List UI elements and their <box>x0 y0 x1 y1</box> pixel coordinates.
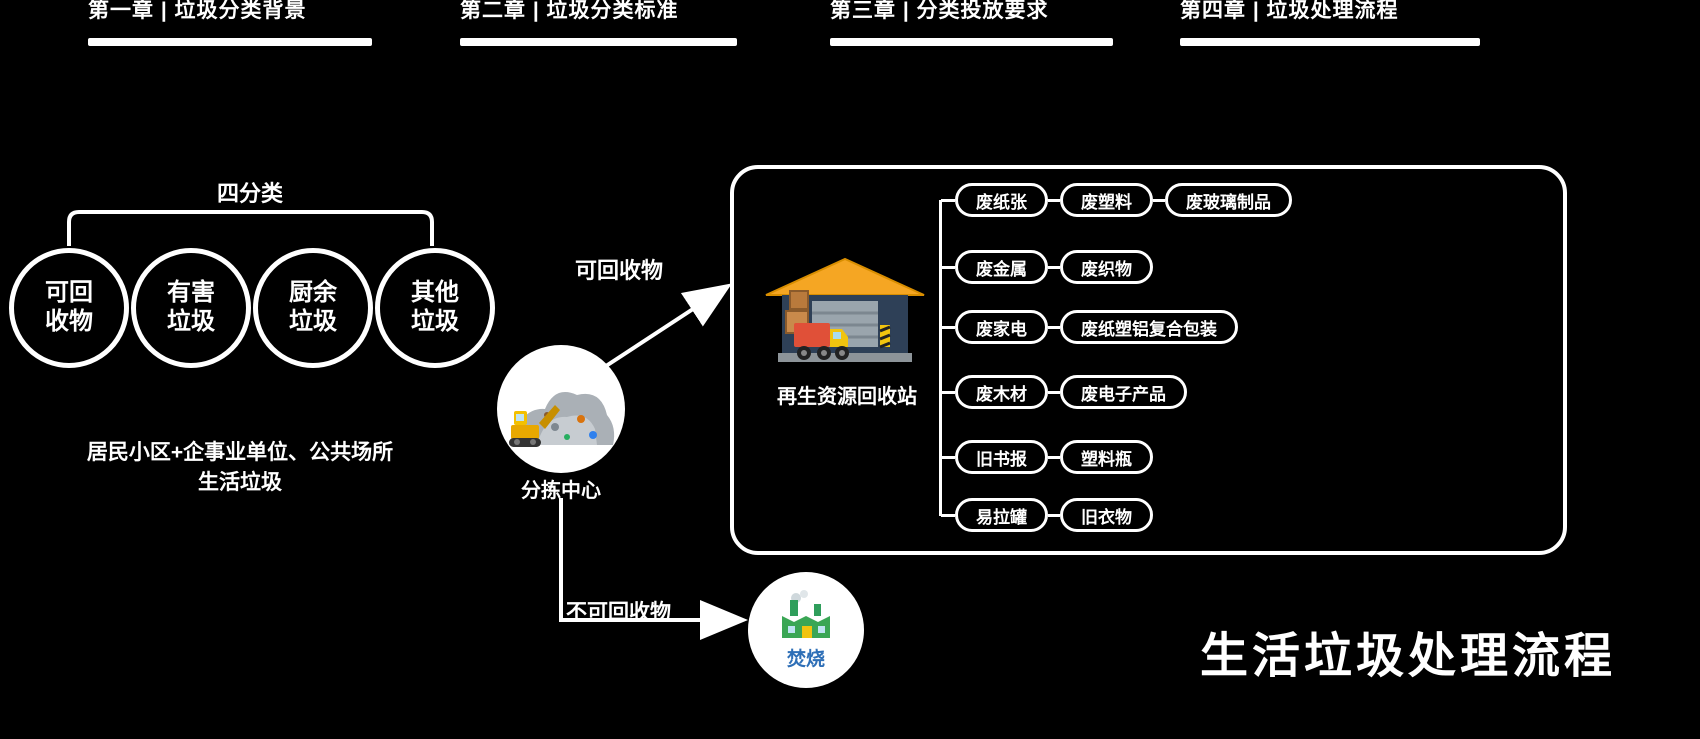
row-tick <box>941 265 955 269</box>
footer-title: 生活垃圾处理流程 <box>1200 630 1617 683</box>
category-circle-hazardous: 有害 垃圾 <box>131 248 251 368</box>
chapter-header-3-underline <box>830 38 1113 46</box>
pill-connector <box>1048 455 1060 459</box>
pill-row-3: 废家电 废纸塑铝复合包装 <box>941 310 1238 344</box>
category-circle-hazardous-line1: 有害 <box>167 279 215 307</box>
pill-item: 废纸张 <box>955 183 1048 217</box>
flow-label-non-recyclable: 不可回收物 <box>566 601 671 624</box>
pill-item: 废塑料 <box>1060 183 1153 217</box>
pill-row-5: 旧书报 塑料瓶 <box>941 440 1153 474</box>
category-circle-kitchen-line2: 垃圾 <box>289 308 337 335</box>
sorting-pile-circle <box>497 345 625 473</box>
chapter-header-1-label: 第一章 | 垃圾分类背景 <box>88 0 307 22</box>
pill-item: 废电子产品 <box>1060 375 1187 409</box>
chapter-header-2-label: 第二章 | 垃圾分类标准 <box>460 0 679 22</box>
pill-connector <box>1048 198 1060 202</box>
chapter-header-1-underline <box>88 38 372 46</box>
category-circle-other: 其他 垃圾 <box>375 248 495 368</box>
flow-label-recyclable: 可回收物 <box>575 258 664 283</box>
factory-icon <box>782 589 830 638</box>
category-circle-hazardous-line2: 垃圾 <box>167 308 215 335</box>
pill-row-4: 废木材 废电子产品 <box>941 375 1187 409</box>
row-tick <box>941 198 955 202</box>
recyclable-arrow <box>604 283 733 368</box>
pill-item: 废木材 <box>955 375 1048 409</box>
category-circle-kitchen-line1: 厨余 <box>289 279 337 307</box>
garbage-pile-excavator-icon <box>509 392 615 447</box>
pill-connector <box>1048 390 1060 394</box>
pill-item: 废家电 <box>955 310 1048 344</box>
pill-item: 旧书报 <box>955 440 1048 474</box>
chapter-header-3: 第三章 | 分类投放要求 <box>830 0 1113 46</box>
pill-row-6: 易拉罐 旧衣物 <box>941 498 1153 532</box>
bracket-label: 四分类 <box>216 181 283 206</box>
pill-connector <box>1048 265 1060 269</box>
pill-row-1: 废纸张 废塑料 废玻璃制品 <box>941 183 1292 217</box>
pill-item: 废纸塑铝复合包装 <box>1060 310 1238 344</box>
category-circle-recyclable-line1: 可回 <box>45 279 93 307</box>
pill-item: 废织物 <box>1060 250 1153 284</box>
left-caption-line1: 居民小区+企事业单位、公共场所 <box>86 441 394 464</box>
chapter-header-3-label: 第三章 | 分类投放要求 <box>830 0 1049 22</box>
recycle-station <box>760 255 930 373</box>
group-bracket <box>67 210 434 246</box>
recycle-box <box>730 165 1567 555</box>
pill-row-2: 废金属 废织物 <box>941 250 1153 284</box>
pill-connector <box>1048 325 1060 329</box>
row-tick <box>941 455 955 459</box>
left-caption: 居民小区+企事业单位、公共场所 生活垃圾 <box>10 438 470 498</box>
category-circle-kitchen: 厨余 垃圾 <box>253 248 373 368</box>
recycle-station-label: 再生资源回收站 <box>777 386 917 408</box>
incineration-label: 焚烧 <box>786 648 825 670</box>
pill-item: 易拉罐 <box>955 498 1048 532</box>
warehouse-truck-icon <box>765 257 925 362</box>
pill-connector <box>1048 513 1060 517</box>
pill-item: 塑料瓶 <box>1060 440 1153 474</box>
chapter-header-4-underline <box>1180 38 1480 46</box>
pill-item: 旧衣物 <box>1060 498 1153 532</box>
sorting-pile-label: 分拣中心 <box>521 480 601 502</box>
chapter-header-4: 第四章 | 垃圾处理流程 <box>1180 0 1480 46</box>
category-circle-recyclable: 可回 收物 <box>9 248 129 368</box>
category-circle-other-line2: 垃圾 <box>411 308 459 335</box>
category-circle-recyclable-line2: 收物 <box>45 308 93 335</box>
chapter-header-2: 第二章 | 垃圾分类标准 <box>460 0 737 46</box>
pill-connector <box>1153 198 1165 202</box>
pill-tree-trunk <box>939 200 942 516</box>
left-caption-line2: 生活垃圾 <box>198 471 282 494</box>
pill-item: 废玻璃制品 <box>1165 183 1292 217</box>
row-tick <box>941 390 955 394</box>
row-tick <box>941 513 955 517</box>
pill-item: 废金属 <box>955 250 1048 284</box>
chapter-header-2-underline <box>460 38 737 46</box>
chapter-header-4-label: 第四章 | 垃圾处理流程 <box>1180 0 1399 22</box>
row-tick <box>941 325 955 329</box>
chapter-header-1: 第一章 | 垃圾分类背景 <box>88 0 372 46</box>
category-circle-other-line1: 其他 <box>411 279 459 307</box>
incineration-circle: 焚烧 <box>748 572 864 688</box>
